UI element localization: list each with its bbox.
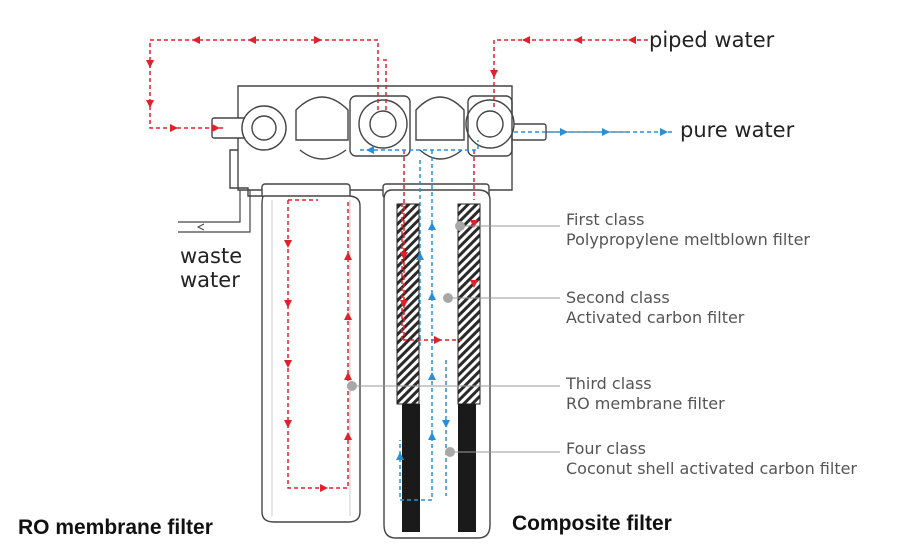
composite-filter-title: Composite filter <box>512 512 672 535</box>
third-class-desc: RO membrane filter <box>566 394 725 413</box>
first-class-desc: Polypropylene meltblown filter <box>566 230 811 249</box>
second-class-desc: Activated carbon filter <box>566 308 745 327</box>
third-class-title: Third class <box>566 374 652 393</box>
raw-water-arrows <box>146 36 636 492</box>
leader-lines <box>352 225 560 453</box>
second-class-title: Second class <box>566 288 670 307</box>
waste-pipe <box>178 190 251 233</box>
pure-water-label: pure water <box>680 118 795 142</box>
leader-dots <box>347 221 465 457</box>
composite-canister <box>383 189 491 539</box>
raw-water-flow <box>149 39 648 489</box>
piped-water-label: piped water <box>649 28 775 52</box>
fourth-class-title: Four class <box>566 439 646 458</box>
first-class-title: First class <box>566 210 645 229</box>
fourth-class-desc: Coconut shell activated carbon filter <box>566 459 858 478</box>
pure-water-arrows <box>366 128 668 460</box>
ro-membrane-title: RO membrane filter <box>18 516 213 539</box>
waste-water-label-line1: waste <box>180 244 243 268</box>
ro-canister <box>261 195 361 523</box>
filter-head <box>211 85 626 199</box>
waste-water-label-line2: water <box>180 268 240 292</box>
